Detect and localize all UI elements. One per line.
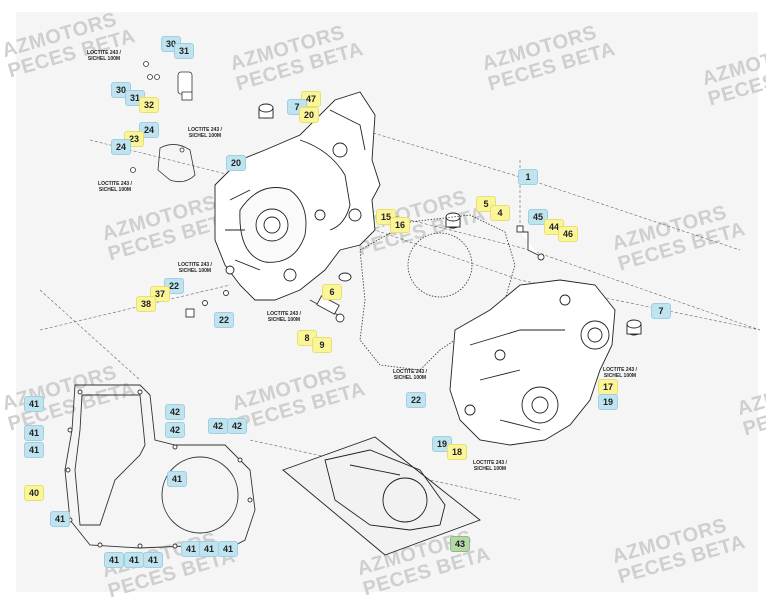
part-callout-20[interactable]: 20	[226, 155, 246, 171]
part-callout-41[interactable]: 41	[218, 541, 238, 557]
note-line1: LOCTITE 243 /	[267, 311, 301, 317]
part-callout-16[interactable]: 16	[390, 217, 410, 233]
part-callout-41[interactable]: 41	[199, 541, 219, 557]
note-line1: LOCTITE 243 /	[178, 262, 212, 268]
part-callout-19[interactable]: 19	[598, 394, 618, 410]
small-cover-gasket	[130, 144, 196, 183]
part-callout-9[interactable]: 9	[312, 337, 332, 353]
gasket-kit	[282, 436, 481, 556]
bolt-group	[185, 290, 345, 323]
part-callout-20[interactable]: 20	[299, 107, 319, 123]
note-line2: SICHEL 100M	[178, 268, 212, 274]
bushings	[258, 103, 642, 336]
right-crankcase	[449, 279, 616, 446]
part-callout-41[interactable]: 41	[124, 552, 144, 568]
part-callout-6[interactable]: 6	[322, 284, 342, 300]
loctite-note: LOCTITE 243 /SICHEL 100M	[170, 262, 220, 274]
note-line2: SICHEL 100M	[603, 373, 637, 379]
left-crankcase	[214, 91, 381, 301]
large-gasket	[64, 384, 256, 549]
part-callout-22[interactable]: 22	[406, 392, 426, 408]
part-callout-31[interactable]: 31	[174, 43, 194, 59]
note-line2: SICHEL 100M	[473, 466, 507, 472]
part-callout-42[interactable]: 42	[208, 418, 228, 434]
note-line1: LOCTITE 243 /	[393, 369, 427, 375]
note-line2: SICHEL 100M	[87, 56, 121, 62]
part-callout-41[interactable]: 41	[50, 511, 70, 527]
loctite-note: LOCTITE 243 /SICHEL 100M	[259, 311, 309, 323]
part-callout-46[interactable]: 46	[558, 226, 578, 242]
part-callout-45[interactable]: 45	[528, 209, 548, 225]
note-line1: LOCTITE 243 /	[87, 50, 121, 56]
part-callout-24[interactable]: 24	[111, 139, 131, 155]
part-callout-38[interactable]: 38	[136, 296, 156, 312]
part-callout-41[interactable]: 41	[167, 471, 187, 487]
loctite-note: LOCTITE 243 /SICHEL 100M	[595, 367, 645, 379]
part-callout-41[interactable]: 41	[104, 552, 124, 568]
note-line1: LOCTITE 243 /	[188, 127, 222, 133]
loctite-note: LOCTITE 243 /SICHEL 100M	[90, 181, 140, 193]
part-callout-1[interactable]: 1	[518, 169, 538, 185]
note-line2: SICHEL 100M	[267, 317, 301, 323]
part-callout-24[interactable]: 24	[139, 122, 159, 138]
part-callout-32[interactable]: 32	[139, 97, 159, 113]
note-line2: SICHEL 100M	[188, 133, 222, 139]
loctite-note: LOCTITE 243 /SICHEL 100M	[385, 369, 435, 381]
oil-fitting	[516, 225, 545, 261]
part-callout-42[interactable]: 42	[165, 404, 185, 420]
note-line1: LOCTITE 243 /	[603, 367, 637, 373]
part-callout-43[interactable]: 43	[450, 536, 470, 552]
part-callout-41[interactable]: 41	[24, 442, 44, 458]
note-line2: SICHEL 100M	[98, 187, 132, 193]
note-line1: LOCTITE 243 /	[98, 181, 132, 187]
note-line1: LOCTITE 243 /	[473, 460, 507, 466]
part-callout-7[interactable]: 7	[651, 303, 671, 319]
part-callout-41[interactable]: 41	[181, 541, 201, 557]
part-callout-42[interactable]: 42	[165, 422, 185, 438]
part-callout-40[interactable]: 40	[24, 485, 44, 501]
part-callout-41[interactable]: 41	[24, 425, 44, 441]
loctite-note: LOCTITE 243 /SICHEL 100M	[79, 50, 129, 62]
part-callout-22[interactable]: 22	[214, 312, 234, 328]
part-callout-4[interactable]: 4	[490, 205, 510, 221]
part-callout-41[interactable]: 41	[24, 396, 44, 412]
loctite-note: LOCTITE 243 /SICHEL 100M	[180, 127, 230, 139]
part-callout-41[interactable]: 41	[143, 552, 163, 568]
part-callout-17[interactable]: 17	[598, 379, 618, 395]
part-callout-18[interactable]: 18	[447, 444, 467, 460]
loctite-note: LOCTITE 243 /SICHEL 100M	[465, 460, 515, 472]
note-line2: SICHEL 100M	[393, 375, 427, 381]
part-callout-42[interactable]: 42	[227, 418, 247, 434]
